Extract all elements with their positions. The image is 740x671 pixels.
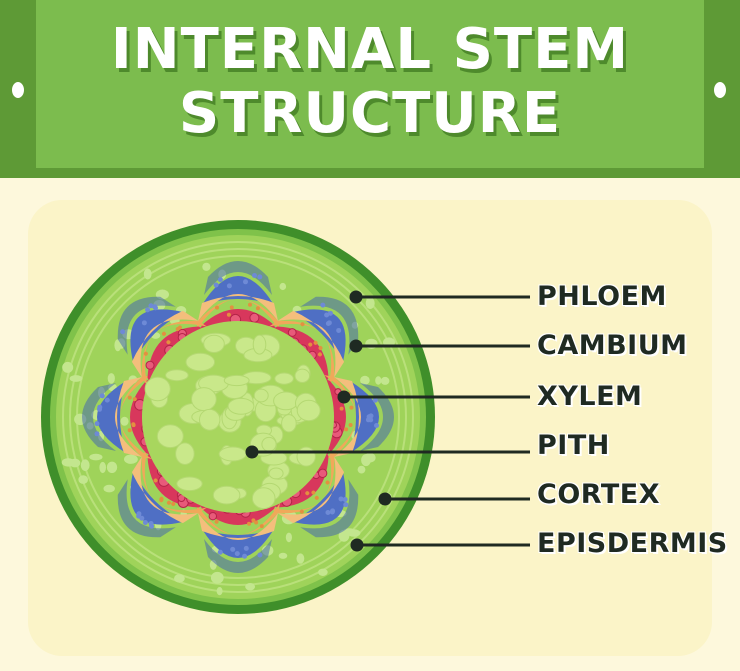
pith-cell [274, 372, 294, 385]
cortex-cell [361, 454, 371, 467]
pith-cell [199, 408, 221, 431]
cortex-cell [278, 552, 288, 559]
cortex-cell [103, 484, 115, 493]
pith-cell [176, 476, 203, 492]
pith-cell [253, 388, 269, 403]
cortex-cell [61, 458, 75, 467]
cambium-band [196, 503, 280, 535]
pith-cell [252, 334, 267, 355]
pith-cell [251, 487, 276, 510]
pith-cell [281, 414, 297, 433]
cortex-cell [89, 453, 103, 461]
cortex-cell [62, 361, 74, 373]
cortex-cell [202, 262, 211, 271]
pith-cell [296, 446, 316, 467]
label-cambium: CAMBIUM [537, 330, 688, 361]
pith-cell [191, 387, 217, 412]
cortex-cell [216, 587, 223, 596]
phloem-cap [291, 309, 346, 364]
cortex-cell [114, 339, 122, 352]
pith-cells [144, 332, 321, 510]
cortex-cell [120, 416, 129, 426]
cortex-cell [357, 465, 366, 474]
cortex-cell [296, 553, 305, 564]
cortex-cell [360, 375, 370, 385]
pith-cell [175, 442, 195, 466]
pith-cell [261, 436, 277, 452]
cortex-cell [78, 475, 88, 484]
phloem-cap [130, 470, 185, 525]
cortex-cell [99, 461, 106, 474]
cortex-cell [380, 376, 390, 385]
phloem-leader-dot [349, 290, 363, 304]
pith-cell [294, 368, 311, 383]
page-title: INTERNAL STEM STRUCTURE [0, 18, 740, 146]
cortex-cell [285, 532, 292, 543]
pith-cell [273, 391, 299, 411]
cortex-cell [245, 583, 256, 591]
cortex-cell [279, 282, 287, 291]
cortex-cell [106, 461, 118, 473]
label-phloem: PHLOEM [537, 281, 667, 312]
cortex-cell [338, 529, 350, 542]
title-banner [0, 0, 740, 178]
label-epidermis: EPISDERMIS [537, 528, 728, 559]
pith-cell [296, 399, 321, 422]
cortex-cell [80, 459, 90, 472]
cortex-cell [107, 373, 115, 384]
label-cortex: CORTEX [537, 479, 661, 510]
pith-cell [144, 376, 171, 402]
banner-hole-right [714, 82, 726, 98]
pith-cell [223, 374, 250, 387]
label-xylem: XYLEM [537, 381, 643, 412]
pith-cell [227, 397, 255, 415]
cortex-cell [210, 571, 224, 584]
title-line-2: STRUCTURE [178, 81, 562, 146]
pith-cell [165, 369, 189, 382]
epidermis-leader-dot [350, 538, 364, 552]
pith-cell [212, 485, 241, 505]
pith-leader-dot [245, 445, 259, 459]
pith-cell [268, 467, 284, 480]
cortex-cell [143, 268, 152, 280]
cortex-cell [69, 375, 83, 382]
pith-cell [218, 446, 247, 462]
leader-lines [245, 290, 530, 552]
pith-cell [203, 334, 225, 353]
title-line-1: INTERNAL STEM [110, 17, 630, 82]
cortex-cell [365, 297, 375, 310]
pith-cell [156, 424, 184, 449]
cortex-cell [375, 376, 382, 385]
label-pith: PITH [537, 430, 610, 461]
cortex-cell [123, 454, 138, 464]
xylem-leader-dot [337, 390, 351, 404]
banner-hole-left [12, 82, 24, 98]
pith-cell [185, 352, 216, 372]
cortex-cell [318, 568, 328, 576]
cortex-cell [174, 574, 185, 583]
cortex-leader-dot [378, 492, 392, 506]
cambium-leader-dot [349, 339, 363, 353]
cambium-band [120, 375, 152, 459]
